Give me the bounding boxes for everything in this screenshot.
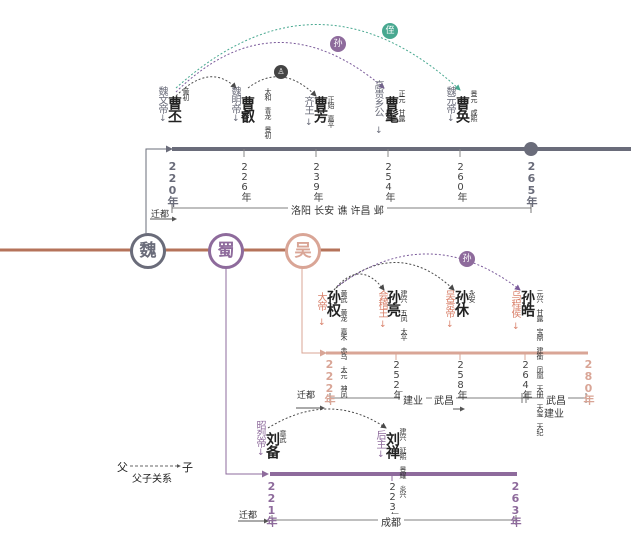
wu-ruler-name[interactable]: 孙休 (453, 290, 469, 316)
wei-ruler-era: 太和 青龙 景初 (264, 88, 272, 138)
wu-capital-label: 建业 (544, 409, 564, 420)
shu-heir-arc (267, 408, 387, 429)
wu-year-label: 280年 (582, 358, 595, 404)
wu-ruler-title: 吴景帝 (443, 290, 454, 317)
wei-ruler-name[interactable]: 曹髦 (383, 96, 399, 122)
shu-year-label: 221年 (265, 480, 278, 526)
wu-ruler-name[interactable]: 孙皓 (519, 290, 535, 316)
wu-heir-arc-1 (333, 273, 385, 291)
wei-ruler-era: 景元 咸熙 (470, 90, 478, 121)
wei-ruler-era: 黄初 (182, 88, 190, 100)
wu-grandson-arc (337, 253, 521, 291)
shu-year-label: 263年 (509, 480, 522, 526)
wu-ruler-era: 永安 (468, 290, 476, 302)
shu-ruler-title: 昭烈帝 (254, 420, 265, 447)
wei-year-label: 239年 (311, 162, 322, 201)
wei-year-label: 226年 (239, 162, 250, 201)
shu-ruler-title: 后主 (374, 430, 385, 448)
wei-ruler-title: 魏明帝 (229, 86, 240, 113)
wei-year-label: 265年 (525, 160, 538, 206)
legend-caption: 父子关系 (132, 474, 172, 485)
wei-ruler-name[interactable]: 曹叡 (239, 96, 255, 122)
person-icon: ♙ (274, 65, 288, 79)
shu-ruler-era: 章武 (279, 430, 287, 442)
wu-heir-arc-2 (335, 262, 455, 291)
wei-heir-arc-1 (175, 76, 237, 97)
wei-ruler-title: 齐王 (302, 96, 313, 114)
legend-son: 子 (182, 461, 193, 474)
wei-ruler-title: 魏文帝 (156, 86, 167, 113)
shu-move-capital: 迁都 (239, 511, 258, 521)
wu-ruler-title: 大帝 (315, 292, 326, 310)
shu-year-label: 223年 (387, 482, 398, 521)
grandson-badge: 孙 (330, 36, 346, 52)
shu-ruler-name[interactable]: 刘禅 (384, 432, 400, 458)
wu-ruler-title: 乌程侯 (509, 290, 520, 317)
wu-year-label: 252年 (391, 360, 402, 399)
shu-capital-label: 成都 (378, 514, 404, 529)
wu-capital-label: 建业 (400, 392, 426, 407)
nephew-badge: 侄 (382, 23, 398, 39)
wei-connector (145, 145, 173, 234)
wei-grandson-arc (175, 42, 385, 93)
wei-ruler-era: 正始 嘉平 (327, 96, 335, 127)
wei-ruler-name[interactable]: 曹芳 (312, 96, 328, 122)
wu-year-label: 258年 (455, 360, 466, 399)
wei-year-label: 260年 (455, 162, 466, 201)
legend-father: 父 (117, 461, 128, 474)
wei-year-label: 254年 (383, 162, 394, 201)
wu-ruler-title: 会稽王 (376, 290, 387, 317)
wei-capital-label: 洛阳 长安 谯 许昌 邺 (288, 202, 387, 217)
wu-ruler-name[interactable]: 孙亮 (385, 290, 401, 316)
wu-ruler-era: 元兴 甘露 宝鼎 建衡 凤凰 天册 天玺 天纪 (536, 290, 544, 435)
wei-end-dot (524, 142, 538, 156)
wu-connector (301, 266, 327, 357)
wu-capital-label: 武昌 (544, 392, 568, 407)
wu-ruler-name[interactable]: 孙权 (325, 290, 341, 316)
wu-year-label: 222年 (323, 358, 336, 404)
shu-ruler-era: 建兴 延熙 景耀 炎兴 (399, 428, 407, 497)
wu-move-capital: 迁都 (297, 391, 316, 401)
wu-capital-label: 武昌 (432, 392, 456, 407)
wei-ruler-era: 正元 甘露 (398, 90, 406, 121)
wei-state-circle[interactable]: 魏 (130, 233, 166, 269)
wu-ruler-era: 黄武 黄龙 嘉禾 赤乌 太元 神凤 (340, 290, 348, 397)
shu-ruler-name[interactable]: 刘备 (264, 432, 280, 458)
wei-nephew-arc (175, 24, 461, 91)
shu-connector (225, 266, 269, 478)
wei-move-capital: 迁都 (151, 210, 170, 220)
wei-ruler-name[interactable]: 曹奂 (454, 96, 470, 122)
wei-ruler-name[interactable]: 曹丕 (166, 96, 182, 122)
wu-ruler-era: 建兴 五凤 太平 (400, 290, 408, 340)
wei-ruler-title: 高贵乡公 (372, 80, 383, 116)
wei-ruler-title: 魏元帝 (444, 86, 455, 113)
wei-year-label: 220年 (166, 160, 179, 206)
wu-grandson-badge: 孙 (459, 251, 475, 267)
shu-state-circle[interactable]: 蜀 (208, 233, 244, 269)
wu-year-label: 264年 (520, 360, 531, 399)
wu-state-circle[interactable]: 吴 (285, 233, 321, 269)
